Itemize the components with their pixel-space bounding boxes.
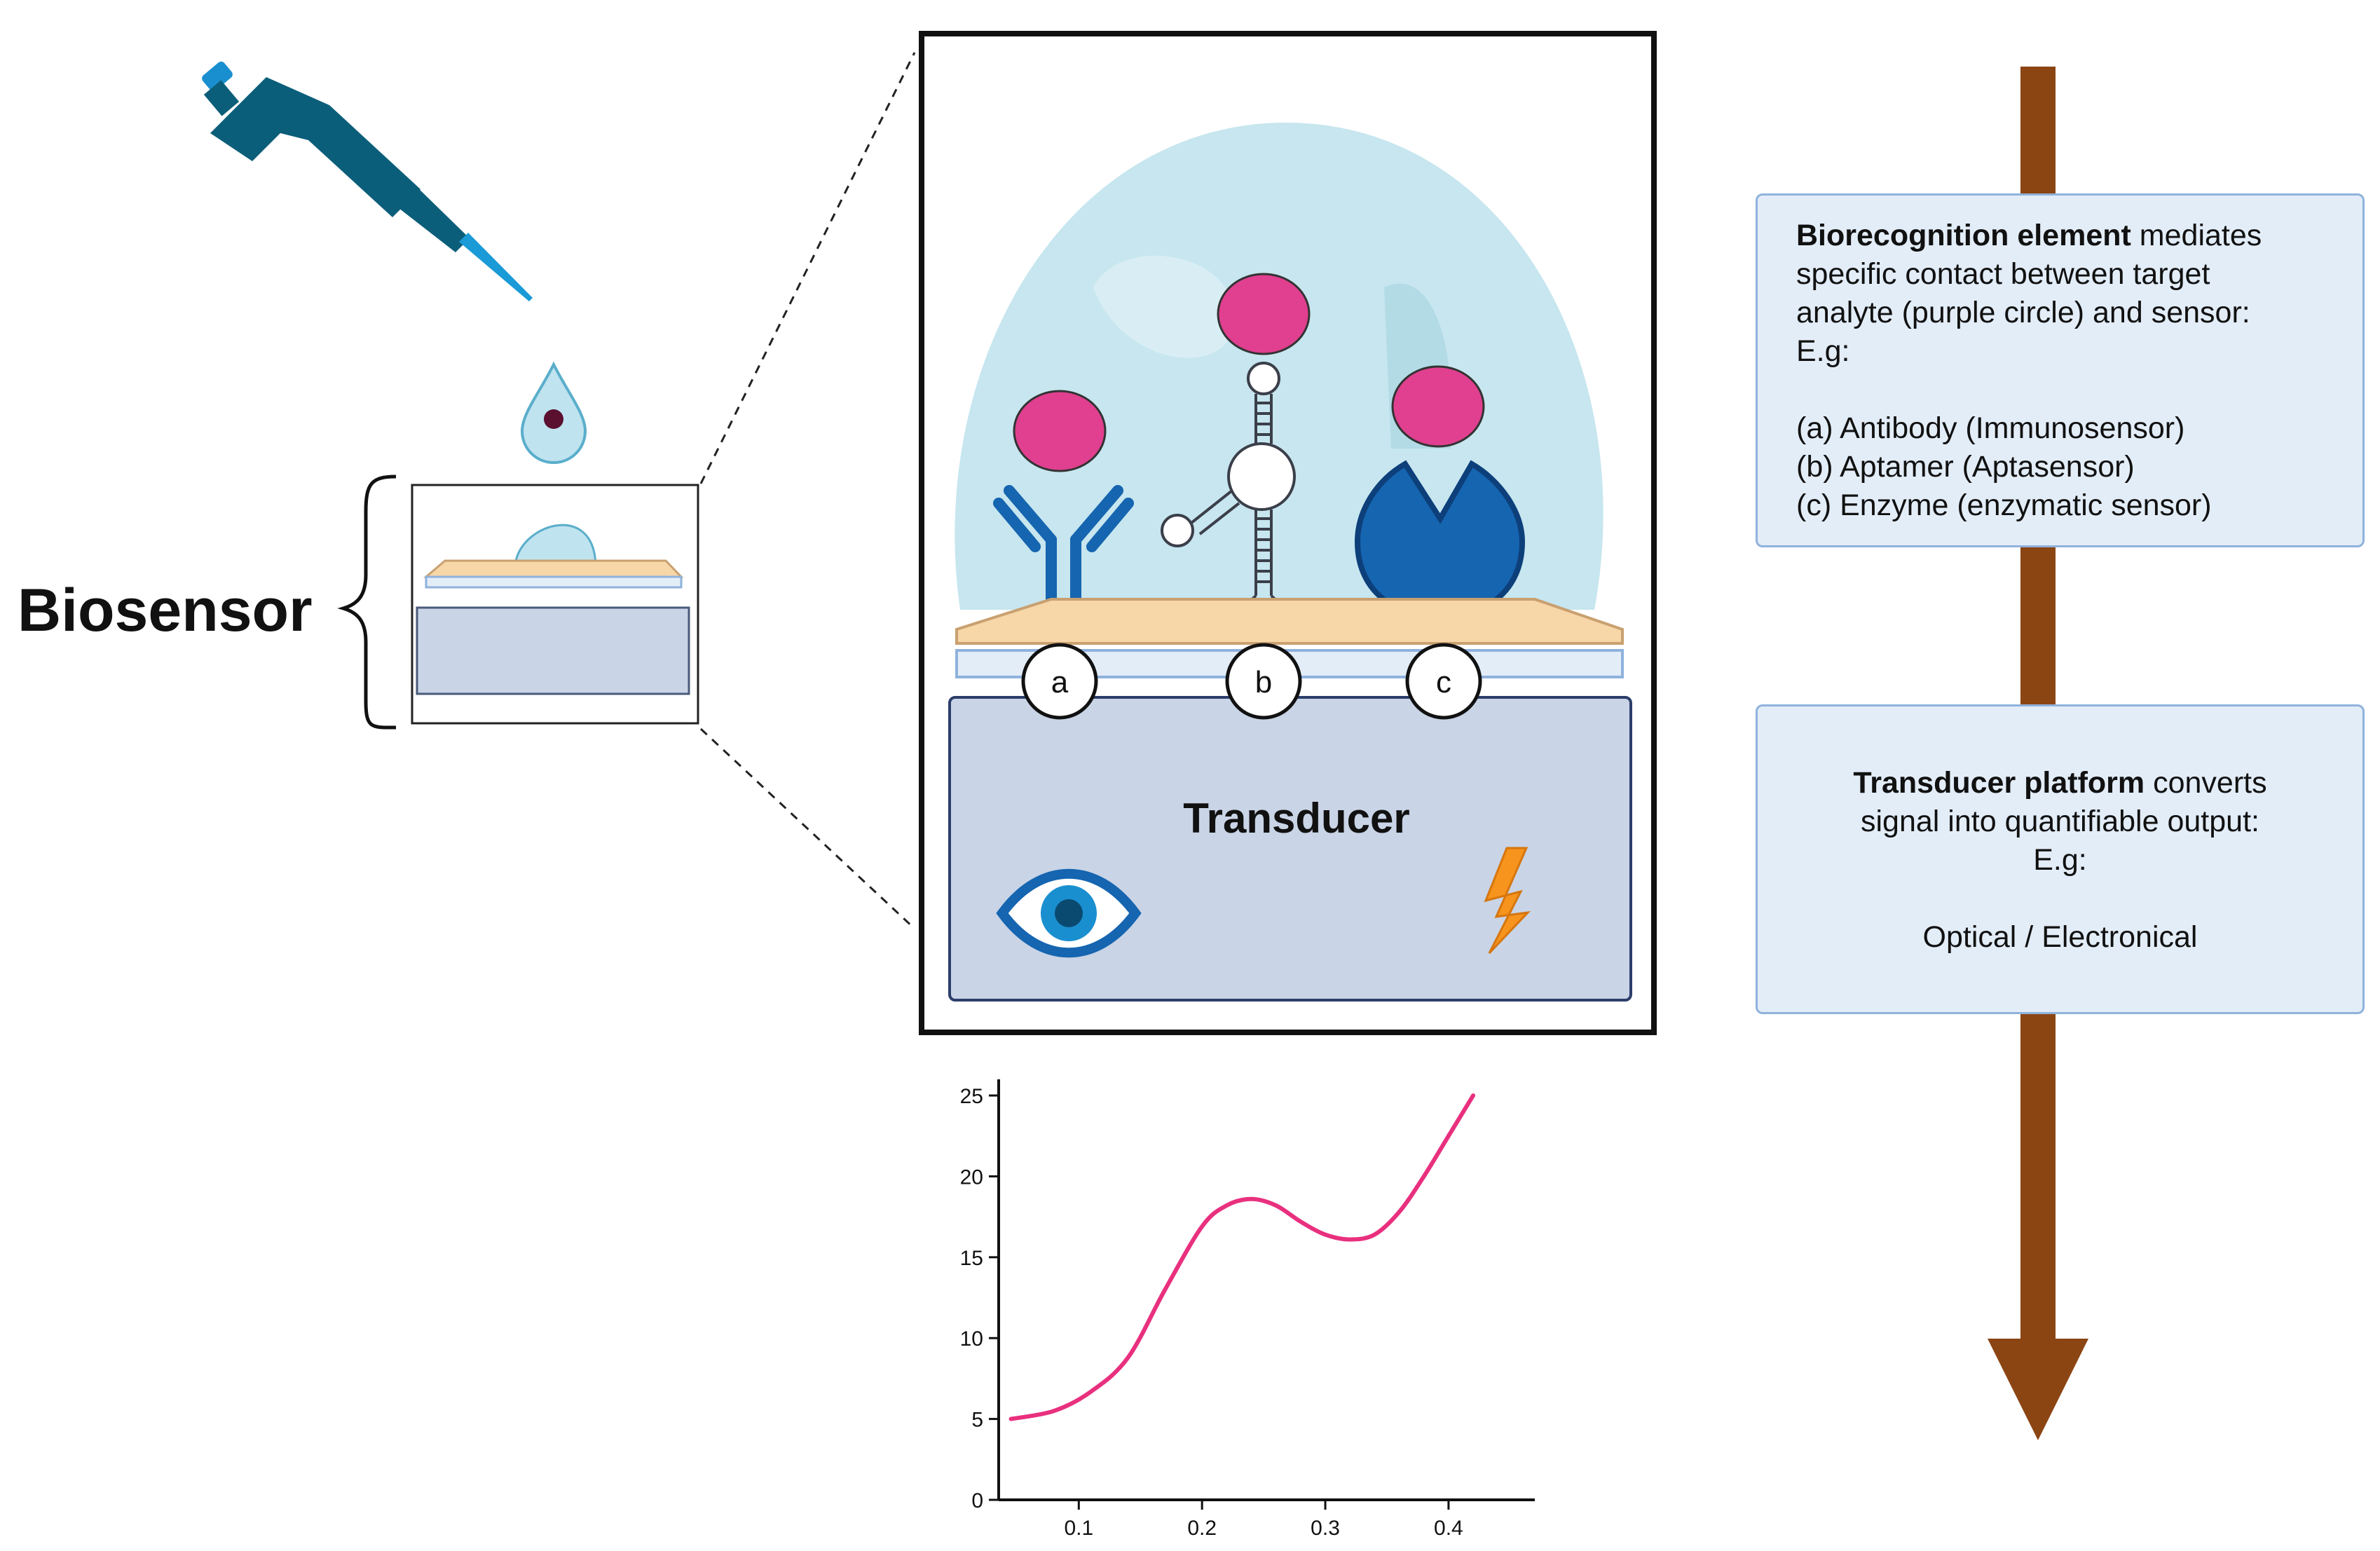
biorecognition-info-panel: Biorecognition element mediates specific… — [1756, 193, 2365, 547]
substrate-layer — [955, 598, 1624, 645]
sensor-thumbnail — [411, 484, 699, 725]
receptor-label-a: a — [1021, 643, 1098, 720]
y-tick-label: 10 — [960, 1327, 983, 1351]
eye-icon — [996, 868, 1142, 958]
analyte-dot — [544, 409, 563, 429]
bio-item-a: (a) Antibody (Immunosensor) — [1796, 411, 2185, 445]
bio-line2: specific contact between target — [1796, 257, 2210, 291]
bio-title: Biorecognition element — [1796, 219, 2131, 252]
y-tick-label: 20 — [960, 1166, 983, 1189]
output-line-chart: 0 5 10 15 20 25 0.1 0.2 0.3 0.4 — [960, 1079, 1535, 1540]
trans-title: Transducer platform — [1853, 766, 2145, 800]
analyte-b — [1217, 273, 1311, 355]
receptor-label-b: b — [1225, 643, 1302, 720]
x-tick-label: 0.2 — [1187, 1517, 1217, 1540]
receptor-label-c: c — [1405, 643, 1482, 720]
pipette-icon — [202, 61, 533, 301]
x-tick-label: 0.1 — [1064, 1517, 1093, 1540]
zoom-line-top — [699, 52, 916, 484]
trans-line4: Optical / Electronical — [1922, 920, 2198, 954]
y-tick-label: 0 — [971, 1489, 983, 1512]
analyte-c — [1391, 365, 1485, 448]
bio-item-b: (b) Aptamer (Aptasensor) — [1796, 450, 2135, 484]
droplet-icon — [520, 361, 587, 465]
svg-text:b: b — [1255, 665, 1272, 699]
transducer-label: Transducer — [1183, 795, 1409, 842]
analyte-a — [1013, 390, 1107, 472]
magnified-panel: Transducer a b c — [919, 31, 1657, 1035]
x-tick-label: 0.4 — [1434, 1517, 1463, 1540]
zoom-line-bottom — [699, 727, 916, 930]
bio-line1-rest: mediates — [2131, 219, 2262, 252]
antibody-icon — [993, 390, 1134, 605]
svg-text:c: c — [1436, 665, 1451, 699]
output-series-line — [1008, 1093, 1476, 1421]
bio-item-c: (c) Enzyme (enzymatic sensor) — [1796, 488, 2212, 522]
y-tick-label: 5 — [971, 1409, 983, 1432]
bio-line3: analyte (purple circle) and sensor: — [1796, 296, 2250, 329]
bio-line4: E.g: — [1796, 334, 1850, 368]
y-tick-label: 25 — [960, 1085, 983, 1108]
transducer-info-panel: Transducer platform converts signal into… — [1756, 704, 2365, 1014]
trans-line1-rest: converts — [2145, 766, 2267, 800]
bracket — [337, 474, 397, 730]
svg-text:a: a — [1051, 665, 1069, 699]
biosensor-label: Biosensor — [18, 577, 313, 644]
enzyme-icon — [1354, 365, 1526, 620]
trans-line3: E.g: — [2033, 843, 2087, 877]
x-tick-label: 0.3 — [1311, 1517, 1340, 1540]
trans-line2: signal into quantifiable output: — [1861, 805, 2259, 838]
aptamer-icon — [1161, 273, 1311, 611]
y-tick-label: 15 — [960, 1247, 983, 1270]
lightning-icon — [1484, 847, 1531, 955]
